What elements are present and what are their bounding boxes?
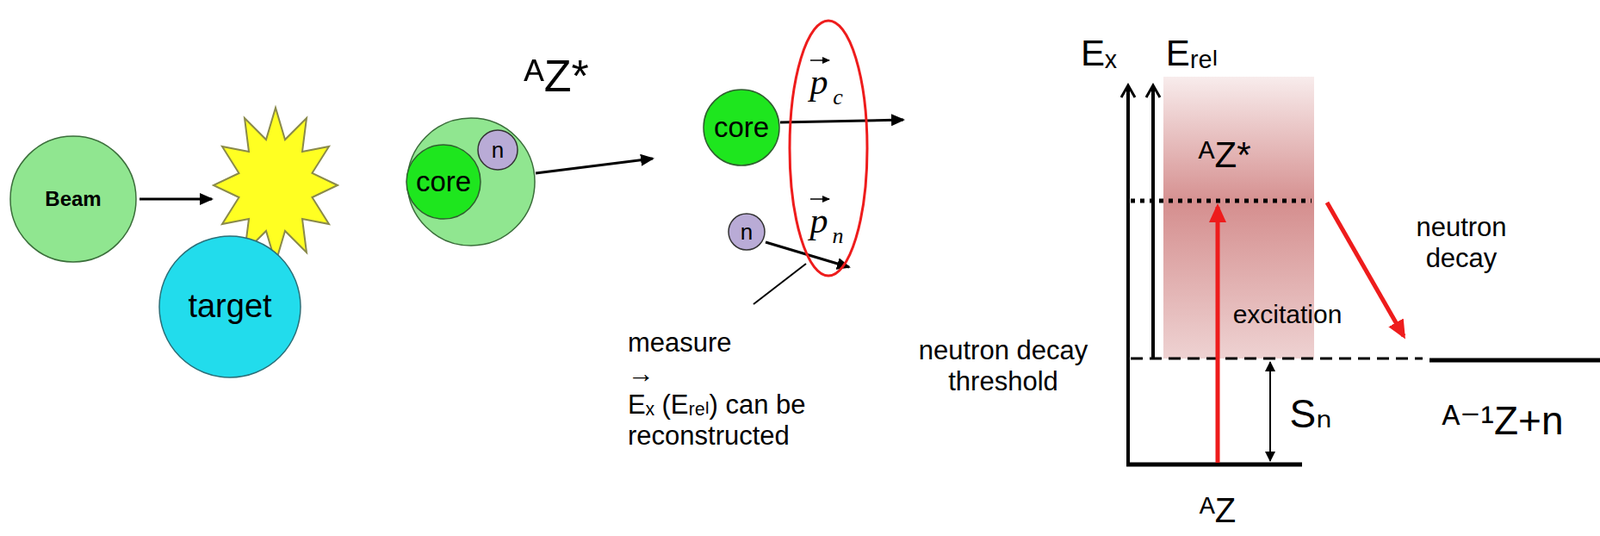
circle-shape — [728, 213, 765, 250]
circle-shape — [407, 117, 535, 246]
circle-shape — [406, 144, 481, 219]
leader-line — [753, 263, 807, 304]
node-label: n — [491, 137, 504, 163]
node-label: target — [187, 288, 272, 325]
neutron-circle: n — [727, 212, 766, 251]
momentum-symbol: p — [810, 199, 829, 242]
level-label: ᴬ⁻¹Z+n — [1442, 397, 1564, 444]
axis-label: Eᵣₑₗ — [1165, 32, 1219, 75]
motion-arrow — [535, 158, 653, 174]
node-label: Beam — [44, 187, 101, 211]
threshold-line — [1130, 357, 1423, 360]
excitation-arrow — [1215, 206, 1221, 463]
excited-nucleus-circle: ᴬZ*coren — [406, 117, 536, 247]
energy-axis — [1126, 86, 1130, 466]
circle-shape — [159, 235, 301, 378]
arrow-label: neutron decay — [1396, 211, 1526, 273]
circle-shape — [10, 136, 137, 262]
vector-arrow — [810, 59, 830, 62]
node-label: core — [713, 111, 769, 143]
node-heading: ᴬZ* — [523, 51, 590, 101]
momentum-arrow — [780, 119, 904, 123]
core-circle: core — [405, 143, 482, 220]
level-label: ᴬZ — [1199, 489, 1237, 530]
arrow-label: excitation — [1233, 299, 1343, 330]
vector-arrow — [810, 198, 830, 200]
neutron-circle: n — [477, 129, 519, 171]
node-label: n — [740, 219, 753, 245]
node-label: core — [415, 166, 472, 198]
final-level — [1429, 358, 1600, 363]
momentum-subscript: c — [832, 84, 844, 111]
beam-circle: Beam — [9, 135, 137, 263]
target-circle: target — [158, 235, 302, 379]
excited-level — [1130, 198, 1312, 204]
axis-label: Eₓ — [1080, 32, 1117, 75]
note-text: measure — [627, 327, 732, 359]
note-arrow: → — [627, 358, 655, 390]
note-text: Eₓ (Eᵣₑₗ) can be reconstructed — [627, 389, 861, 451]
beam-arrow — [139, 198, 212, 201]
circle-shape — [477, 130, 518, 170]
momentum-symbol: p — [810, 61, 829, 103]
level-label: ᴬZ* — [1197, 134, 1251, 176]
separation-arrow — [1269, 361, 1272, 461]
separation-label: Sₙ — [1289, 390, 1332, 437]
momentum-subscript: n — [832, 223, 844, 249]
threshold-label: neutron decay threshold — [891, 334, 1116, 397]
energy-axis — [1151, 86, 1155, 359]
core-circle: core — [702, 88, 781, 167]
ground-level — [1126, 462, 1303, 467]
circle-shape — [703, 89, 780, 166]
measure-ellipse — [789, 20, 868, 276]
